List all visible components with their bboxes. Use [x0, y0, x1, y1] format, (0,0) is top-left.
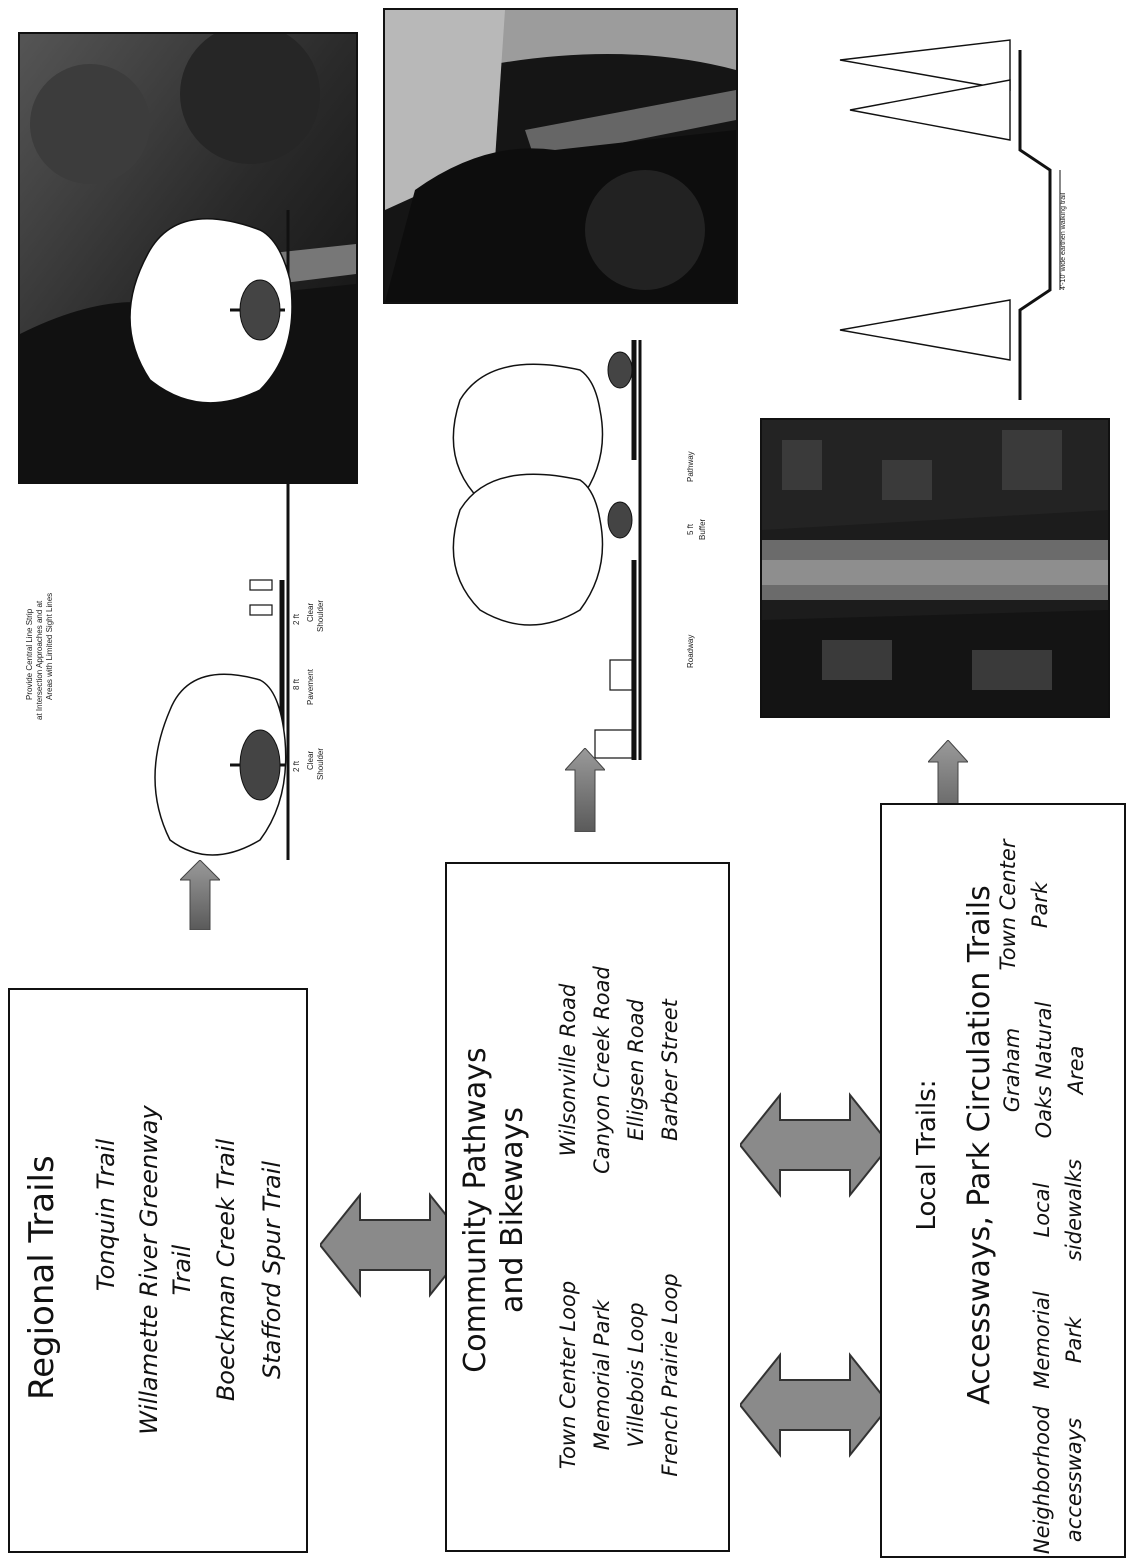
regional-dim-pavement: 8 ft	[292, 678, 301, 690]
local-trail-cross-section	[820, 30, 1120, 410]
community-pathways-box	[445, 862, 730, 1552]
community-label-roadway: Roadway	[686, 634, 695, 668]
regional-dim-shoulder-left: 2 ft	[292, 760, 301, 772]
community-title-line-2: and Bikeways	[495, 1107, 530, 1313]
local-group-1-line-1: Neighborhood	[1030, 1405, 1054, 1555]
community-label-buffer: Buffer	[698, 518, 707, 540]
local-group-3-line-2: sidewalks	[1062, 1159, 1086, 1262]
local-group-2-line-1: Memorial	[1030, 1291, 1054, 1389]
local-group-5-line-1: Town Center	[996, 839, 1020, 971]
community-col1-item-1: Town Center Loop	[556, 1280, 580, 1470]
local-group-3-line-1: Local	[1030, 1182, 1054, 1238]
regional-dim-shoulder-right: 2 ft	[292, 613, 301, 625]
local-group-4-line-2: Oaks Natural	[1032, 1001, 1056, 1139]
regional-label-shoulder-right: Shoulder	[316, 599, 325, 632]
community-col2-item-4: Barber Street	[658, 999, 682, 1141]
regional-label-clear-right: Clear	[306, 602, 315, 622]
regional-note-line-2: at Intersection Approaches and at	[35, 600, 44, 720]
community-col2-item-3: Elligsen Road	[624, 999, 648, 1141]
regional-trail-item-1: Tonquin Trail	[92, 1138, 120, 1292]
regional-trail-item-2b: Trail	[168, 1244, 196, 1296]
community-col1-item-4: French Prairie Loop	[658, 1273, 682, 1477]
regional-note-line-3: Areas with Limited Sight Lines	[45, 592, 54, 700]
regional-trail-cross-section	[60, 20, 370, 880]
regional-note-line-1: Provide Central Line Strip	[25, 608, 34, 700]
arrow-community-to-section	[563, 747, 607, 833]
local-trail-photo	[760, 418, 1110, 718]
community-col1-item-2: Memorial Park	[590, 1299, 614, 1451]
double-arrow-community-local-bottom	[738, 1350, 892, 1460]
community-col2-item-2: Canyon Creek Road	[590, 966, 614, 1174]
regional-trails-box	[8, 988, 308, 1553]
local-trails-subtitle: Accessways, Park Circulation Trails	[962, 885, 997, 1405]
community-pathway-cross-section	[430, 330, 690, 770]
local-group-1-line-2: accessways	[1062, 1417, 1086, 1543]
local-group-4-line-1: Graham	[1000, 1027, 1024, 1113]
community-label-pathway: Pathway	[686, 451, 695, 482]
double-arrow-community-local-top	[738, 1090, 892, 1200]
regional-label-shoulder-left: Shoulder	[316, 747, 325, 780]
local-trails-box	[880, 803, 1126, 1558]
regional-trails-title: Regional Trails	[22, 1155, 62, 1400]
local-trail-label: 4'-10' wide earthen walking trail	[1060, 192, 1067, 290]
arrow-regional-to-section	[178, 859, 222, 931]
local-group-5-line-2: Park	[1028, 881, 1052, 929]
local-group-2-line-2: Park	[1062, 1316, 1086, 1364]
regional-label-clear-left: Clear	[306, 750, 315, 770]
community-col1-item-3: Villebois Loop	[624, 1302, 648, 1448]
local-group-4-line-3: Area	[1064, 1045, 1088, 1095]
regional-label-pavement: Pavement	[306, 668, 315, 705]
regional-trail-item-2: Willamette River Greenway	[135, 1105, 163, 1435]
community-title-line-1: Community Pathways	[458, 1047, 493, 1373]
community-pathway-photo	[383, 8, 738, 304]
regional-trail-item-3: Boeckman Creek Trail	[212, 1138, 240, 1402]
local-trails-title: Local Trails:	[912, 1079, 942, 1231]
regional-trail-item-4: Stafford Spur Trail	[258, 1161, 286, 1379]
community-col2-item-1: Wilsonville Road	[556, 983, 580, 1157]
community-dim-buffer: 5 ft	[686, 523, 695, 535]
